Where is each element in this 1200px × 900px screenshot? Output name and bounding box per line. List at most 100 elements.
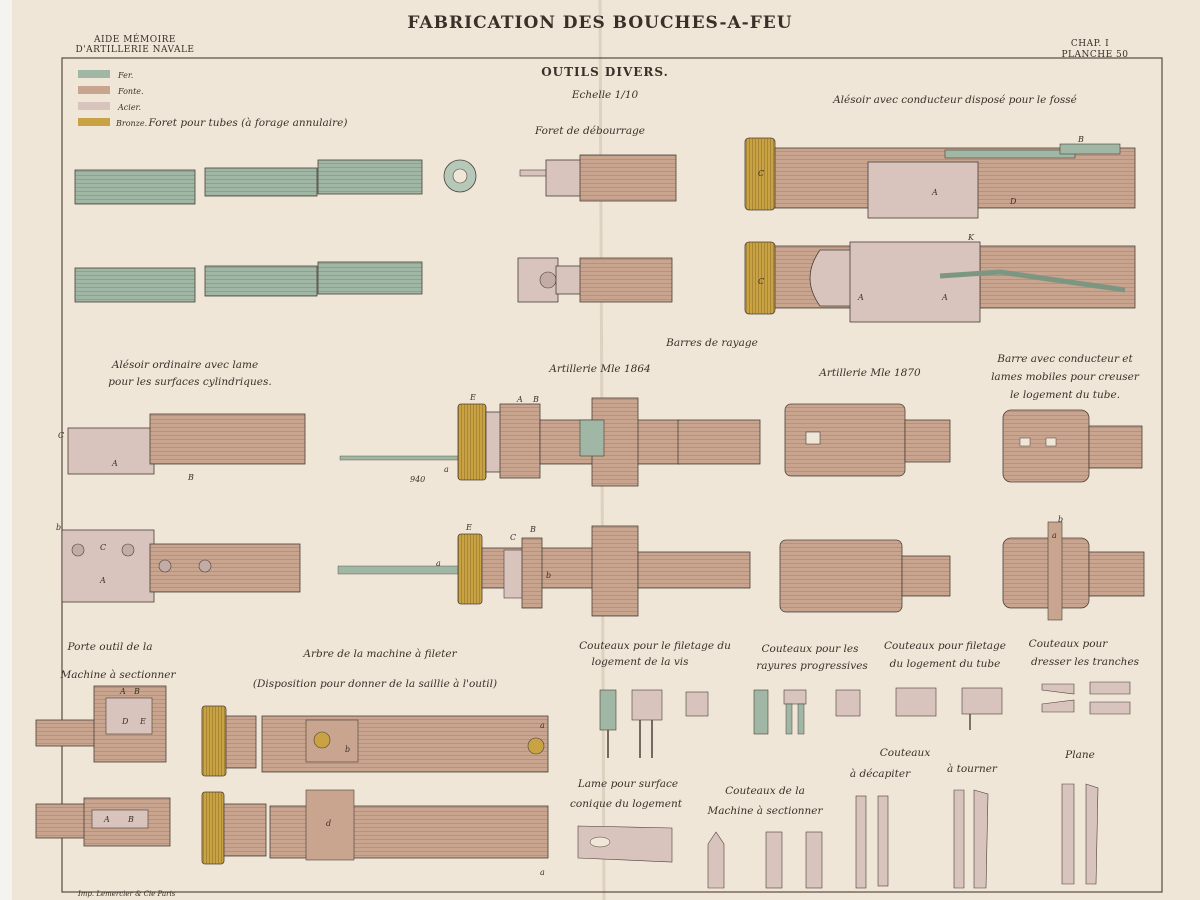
svg-text:A: A	[857, 293, 864, 302]
svg-text:b: b	[546, 571, 551, 580]
svg-text:A: A	[99, 576, 106, 585]
svg-text:A: A	[941, 293, 948, 302]
svg-text:A: A	[119, 687, 126, 696]
caption-lame-2: conique du logement	[570, 798, 683, 810]
caption-barre-conducteur-2: lames mobiles pour creuser	[991, 371, 1140, 383]
caption-arbre-2: (Disposition pour donner de la saillie à…	[253, 678, 497, 690]
caption-couteaux-rayures-1: Couteaux pour les	[762, 643, 860, 655]
caption-lame-1: Lame pour surface	[577, 778, 678, 790]
header-left-line2: D'ARTILLERIE NAVALE	[75, 45, 194, 55]
legend-label-fonte: Fonte.	[117, 87, 144, 96]
svg-text:a: a	[540, 721, 545, 730]
svg-text:E: E	[465, 523, 472, 532]
svg-text:D: D	[121, 717, 129, 726]
svg-text:C: C	[510, 533, 516, 542]
legend-label-acier: Acier.	[117, 103, 141, 112]
plate-subtitle: OUTILS DIVERS.	[541, 65, 669, 79]
svg-text:A: A	[931, 188, 938, 197]
couteaux-machine-sectionner-drawing	[707, 831, 823, 889]
foret-debourrage-drawing	[517, 154, 677, 303]
caption-alesoir-conducteur: Alésoir avec conducteur disposé pour le …	[832, 94, 1077, 106]
couteaux-tranches-drawing	[1041, 681, 1131, 715]
alesoir-ordinaire-drawing: C A B C A b	[56, 413, 306, 603]
svg-text:B: B	[532, 395, 539, 404]
caption-foret-debourrage: Foret de débourrage	[534, 125, 645, 137]
caption-couteaux: Couteaux	[880, 747, 931, 759]
legend-swatch-fonte	[78, 86, 110, 94]
header-right-line1: CHAP. I	[1071, 39, 1109, 49]
caption-couteaux-filetage-tube-1: Couteaux pour filetage	[884, 640, 1006, 652]
caption-couteaux-filetage-vis-1: Couteaux pour le filetage du	[579, 640, 731, 652]
caption-decapiter: à décapiter	[850, 768, 911, 780]
legend-label-fer: Fer.	[117, 71, 133, 80]
caption-alesoir-ordinaire-1: Alésoir ordinaire avec lame	[111, 359, 258, 371]
caption-artillerie-1864: Artillerie Mle 1864	[548, 363, 650, 375]
caption-alesoir-ordinaire-2: pour les surfaces cylindriques.	[108, 376, 271, 388]
artillerie-1870-drawing	[779, 403, 951, 613]
svg-text:B: B	[187, 473, 194, 482]
svg-text:D: D	[1009, 197, 1017, 206]
svg-text:A: A	[103, 815, 110, 824]
lame-surface-conique-drawing	[577, 825, 673, 863]
caption-plane: Plane	[1064, 749, 1095, 761]
caption-couteaux-filetage-vis-2: logement de la vis	[591, 656, 689, 668]
svg-text:B: B	[127, 815, 134, 824]
legend-swatch-acier	[78, 102, 110, 110]
svg-text:b: b	[345, 745, 350, 754]
header-left-line1: AIDE MÉMOIRE	[93, 33, 176, 45]
caption-barre-conducteur-1: Barre avec conducteur et	[996, 353, 1133, 365]
svg-text:B: B	[529, 525, 536, 534]
caption-barre-conducteur-3: le logement du tube.	[1010, 389, 1120, 401]
header-right-line2: PLANCHE 50	[1061, 50, 1128, 60]
svg-text:b: b	[56, 523, 61, 532]
porte-outil-drawing: A B D E A B	[35, 685, 171, 847]
svg-text:C: C	[100, 543, 106, 552]
plate-title: FABRICATION DES BOUCHES-A-FEU	[407, 13, 792, 33]
caption-porte-outil-2: Machine à sectionner	[59, 669, 176, 681]
couteaux-filetage-tube-drawing	[895, 687, 1003, 730]
legend-label-bronze: Bronze.	[115, 119, 147, 128]
artillerie-1864-drawing: E A B a 940 E C B a b	[337, 393, 761, 617]
legend-swatch-bronze	[78, 118, 110, 126]
svg-text:b: b	[1058, 515, 1063, 524]
caption-couteaux-machine-2: Machine à sectionner	[706, 805, 823, 817]
svg-text:a: a	[444, 465, 449, 474]
svg-text:a: a	[540, 868, 545, 877]
arbre-machine-fileter-drawing: a b d a	[201, 705, 549, 877]
svg-text:K: K	[967, 233, 975, 242]
caption-porte-outil-1: Porte outil de la	[67, 641, 153, 653]
caption-couteaux-filetage-tube-2: du logement du tube	[890, 658, 1001, 670]
couteaux-decapiter-tourner-plane-drawing	[855, 783, 1099, 889]
caption-arbre-1: Arbre de la machine à fileter	[302, 648, 457, 660]
svg-text:B: B	[1077, 135, 1084, 144]
plate-frame	[61, 57, 1163, 893]
svg-text:E: E	[139, 717, 146, 726]
svg-text:B: B	[133, 687, 140, 696]
couteaux-rayures-drawing	[753, 689, 861, 735]
legend-swatch-fer	[78, 70, 110, 78]
svg-text:C: C	[758, 169, 764, 178]
svg-text:a: a	[1052, 531, 1057, 540]
svg-text:940: 940	[410, 475, 425, 484]
material-legend: Fer. Fonte. Acier. Bronze.	[78, 70, 147, 128]
alesoir-conducteur-drawing: C A B D C A A K	[744, 135, 1136, 323]
svg-text:d: d	[326, 819, 331, 828]
couteaux-filetage-vis-drawing	[599, 689, 709, 758]
svg-text:E: E	[469, 393, 476, 402]
svg-text:C: C	[758, 277, 764, 286]
caption-tourner: à tourner	[947, 763, 998, 775]
svg-text:C: C	[58, 431, 64, 440]
caption-barres-rayage: Barres de rayage	[665, 337, 758, 349]
caption-artillerie-1870: Artillerie Mle 1870	[818, 367, 921, 379]
caption-foret-tubes: Foret pour tubes (à forage annulaire)	[148, 117, 348, 129]
caption-couteaux-tranches-2: dresser les tranches	[1031, 656, 1140, 668]
caption-couteaux-machine-1: Couteaux de la	[725, 785, 805, 797]
svg-text:A: A	[111, 459, 118, 468]
caption-couteaux-tranches-1: Couteaux pour	[1029, 638, 1109, 650]
printer-credit: Imp. Lemercier & Cie Paris	[77, 890, 176, 898]
left-margin-strip	[0, 0, 12, 900]
foret-tubes-drawing	[74, 159, 477, 303]
barre-conducteur-drawing: b a	[1002, 409, 1145, 621]
caption-couteaux-rayures-2: rayures progressives	[756, 660, 868, 672]
